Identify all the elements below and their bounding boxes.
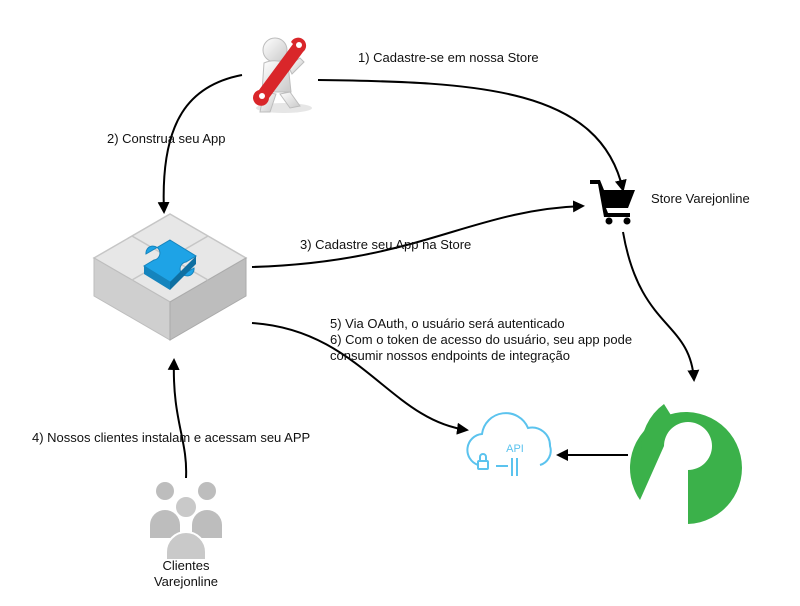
step-2-label: 2) Construa seu App (107, 131, 226, 146)
clients-label-line2: Varejonline (153, 574, 219, 589)
step-6-label-line2: consumir nossos endpoints de integração (330, 348, 570, 363)
arrow-store-to-logo (622, 231, 700, 382)
step-6-label-line1: 6) Com o token de acesso do usuário, seu… (330, 332, 633, 347)
developer-with-wrench-icon (253, 37, 312, 113)
api-cloud-icon (466, 412, 552, 476)
store-label: Store Varejonline (651, 191, 750, 206)
arrow-clients-to-app (167, 358, 188, 479)
arrow-oauth-api (251, 322, 469, 435)
arrow-register-store (317, 79, 627, 192)
step-4-label: 4) Nossos clientes instalam e acessam se… (32, 430, 311, 445)
shopping-cart-icon (590, 180, 635, 225)
arrow-register-app (251, 200, 585, 268)
clients-group-icon (150, 482, 222, 561)
varejonline-logo-icon (629, 404, 742, 524)
arrow-build-app (157, 74, 243, 214)
step-3-label: 3) Cadastre seu App na Store (300, 237, 472, 252)
step-5-label: 5) Via OAuth, o usuário será autenticado (330, 316, 565, 331)
step-1-label: 1) Cadastre-se em nossa Store (358, 50, 539, 65)
clients-label-line1: Clientes (162, 558, 210, 573)
api-cloud-label: API (506, 443, 524, 455)
puzzle-app-icon (92, 213, 248, 341)
